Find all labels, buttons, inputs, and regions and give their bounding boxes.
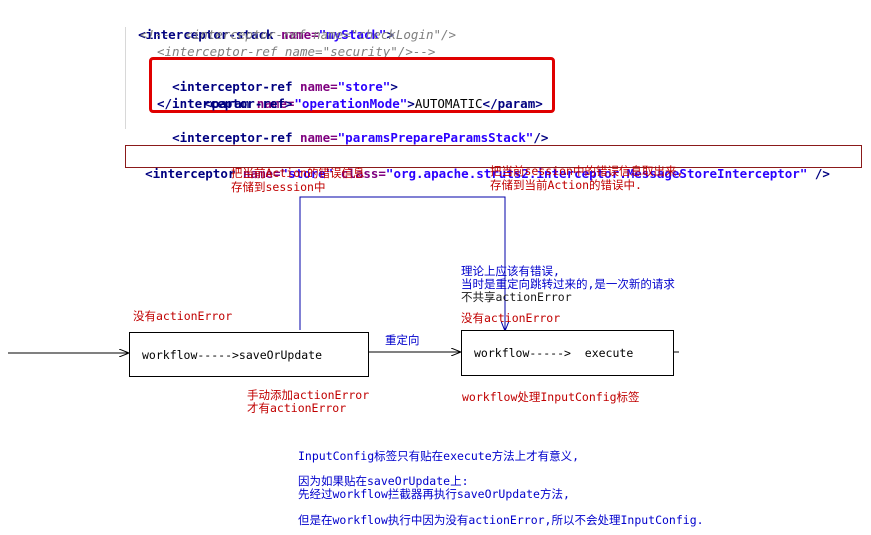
note-store-right-2: 存储到当前Action的错误中. [490,178,642,192]
note-bottom-3: 先经过workflow拦截器再执行saveOrUpdate方法, [298,487,570,501]
code-tag: <param [204,96,257,111]
code-attr: name= [281,27,319,42]
code-line-5: <param name="operationMode">AUTOMATIC</p… [189,78,543,112]
code-value: "paramsPrepareParamsStack" [337,130,534,145]
code-line-3-comment: <interceptor-ref name="security"/>--> [157,44,436,59]
box-execute: workflow-----> execute [461,330,674,376]
highlight-box [149,57,555,113]
code-line-6: </interceptor-ref> [157,96,293,111]
session-flow-line [299,196,505,330]
code-tag-end: > [390,79,398,94]
code-line-7: <interceptor-ref name="paramsPreparePara… [157,112,548,146]
code-line-2-comment: <!-- <interceptor-ref name="checkLogin"/… [140,27,457,42]
code-tag: <interceptor-ref [172,79,300,94]
code-value: "store" [337,79,391,94]
note-manual-2: 才有actionError [247,401,347,415]
code-attr: name= [300,130,338,145]
code-value: "org.apache.struts2.interceptor.MessageS… [385,166,808,181]
code-gutter [125,27,126,129]
code-tag-end: /> [807,166,830,181]
note-redirect: 重定向 [385,333,420,347]
note-bottom-2: 因为如果贴在saveOrUpdate上: [298,474,469,488]
note-theory-1: 理论上应该有错误, [461,264,560,278]
code-tag-mid: > [407,96,415,111]
note-store-left-2: 存储到session中 [231,180,326,194]
code-tag-end: /> [533,130,549,145]
code-value: "operationMode" [294,96,408,111]
declaration-line: <interceptor name="store" class="org.apa… [130,148,830,182]
note-no-error-left: 没有actionError [133,309,233,323]
code-tag-end: </param> [482,96,543,111]
note-store-left-1: 把当前Action的错误信息 [231,166,365,180]
note-no-error-right: 没有actionError [461,311,561,325]
code-attr: name= [300,79,338,94]
code-tag: <interceptor [145,166,243,181]
code-value: "store" [280,166,334,181]
note-workflow-label: workflow处理InputConfig标签 [462,390,640,404]
note-bottom-1: InputConfig标签只有贴在execute方法上才有意义, [298,449,580,463]
code-line-4: <interceptor-ref name="store"> [157,61,398,95]
note-manual-1: 手动添加actionError [247,388,370,402]
code-text: AUTOMATIC [414,96,483,111]
note-theory-3: 不共享actionError [461,290,572,304]
note-bottom-4: 但是在workflow执行中因为没有actionError,所以不会处理Inpu… [298,513,704,527]
note-store-right-1: 把当前session中的错误信息取出来, [490,164,684,178]
note-theory-2: 当时是重定向跳转过来的,是一次新的请求 [461,277,675,291]
code-attr: name= [256,96,295,111]
code-attr: class= [333,166,386,181]
code-tag-end: > [386,27,394,42]
code-tag: <interceptor-ref [172,130,300,145]
declaration-box [125,145,862,168]
code-value: "myStack" [318,27,387,42]
code-attr: name= [242,166,281,181]
code-line-1: <interceptor-stack name="myStack"> [123,9,394,43]
code-tag: <interceptor-stack [138,27,282,42]
box-saveorupdate: workflow----->saveOrUpdate [129,332,369,377]
